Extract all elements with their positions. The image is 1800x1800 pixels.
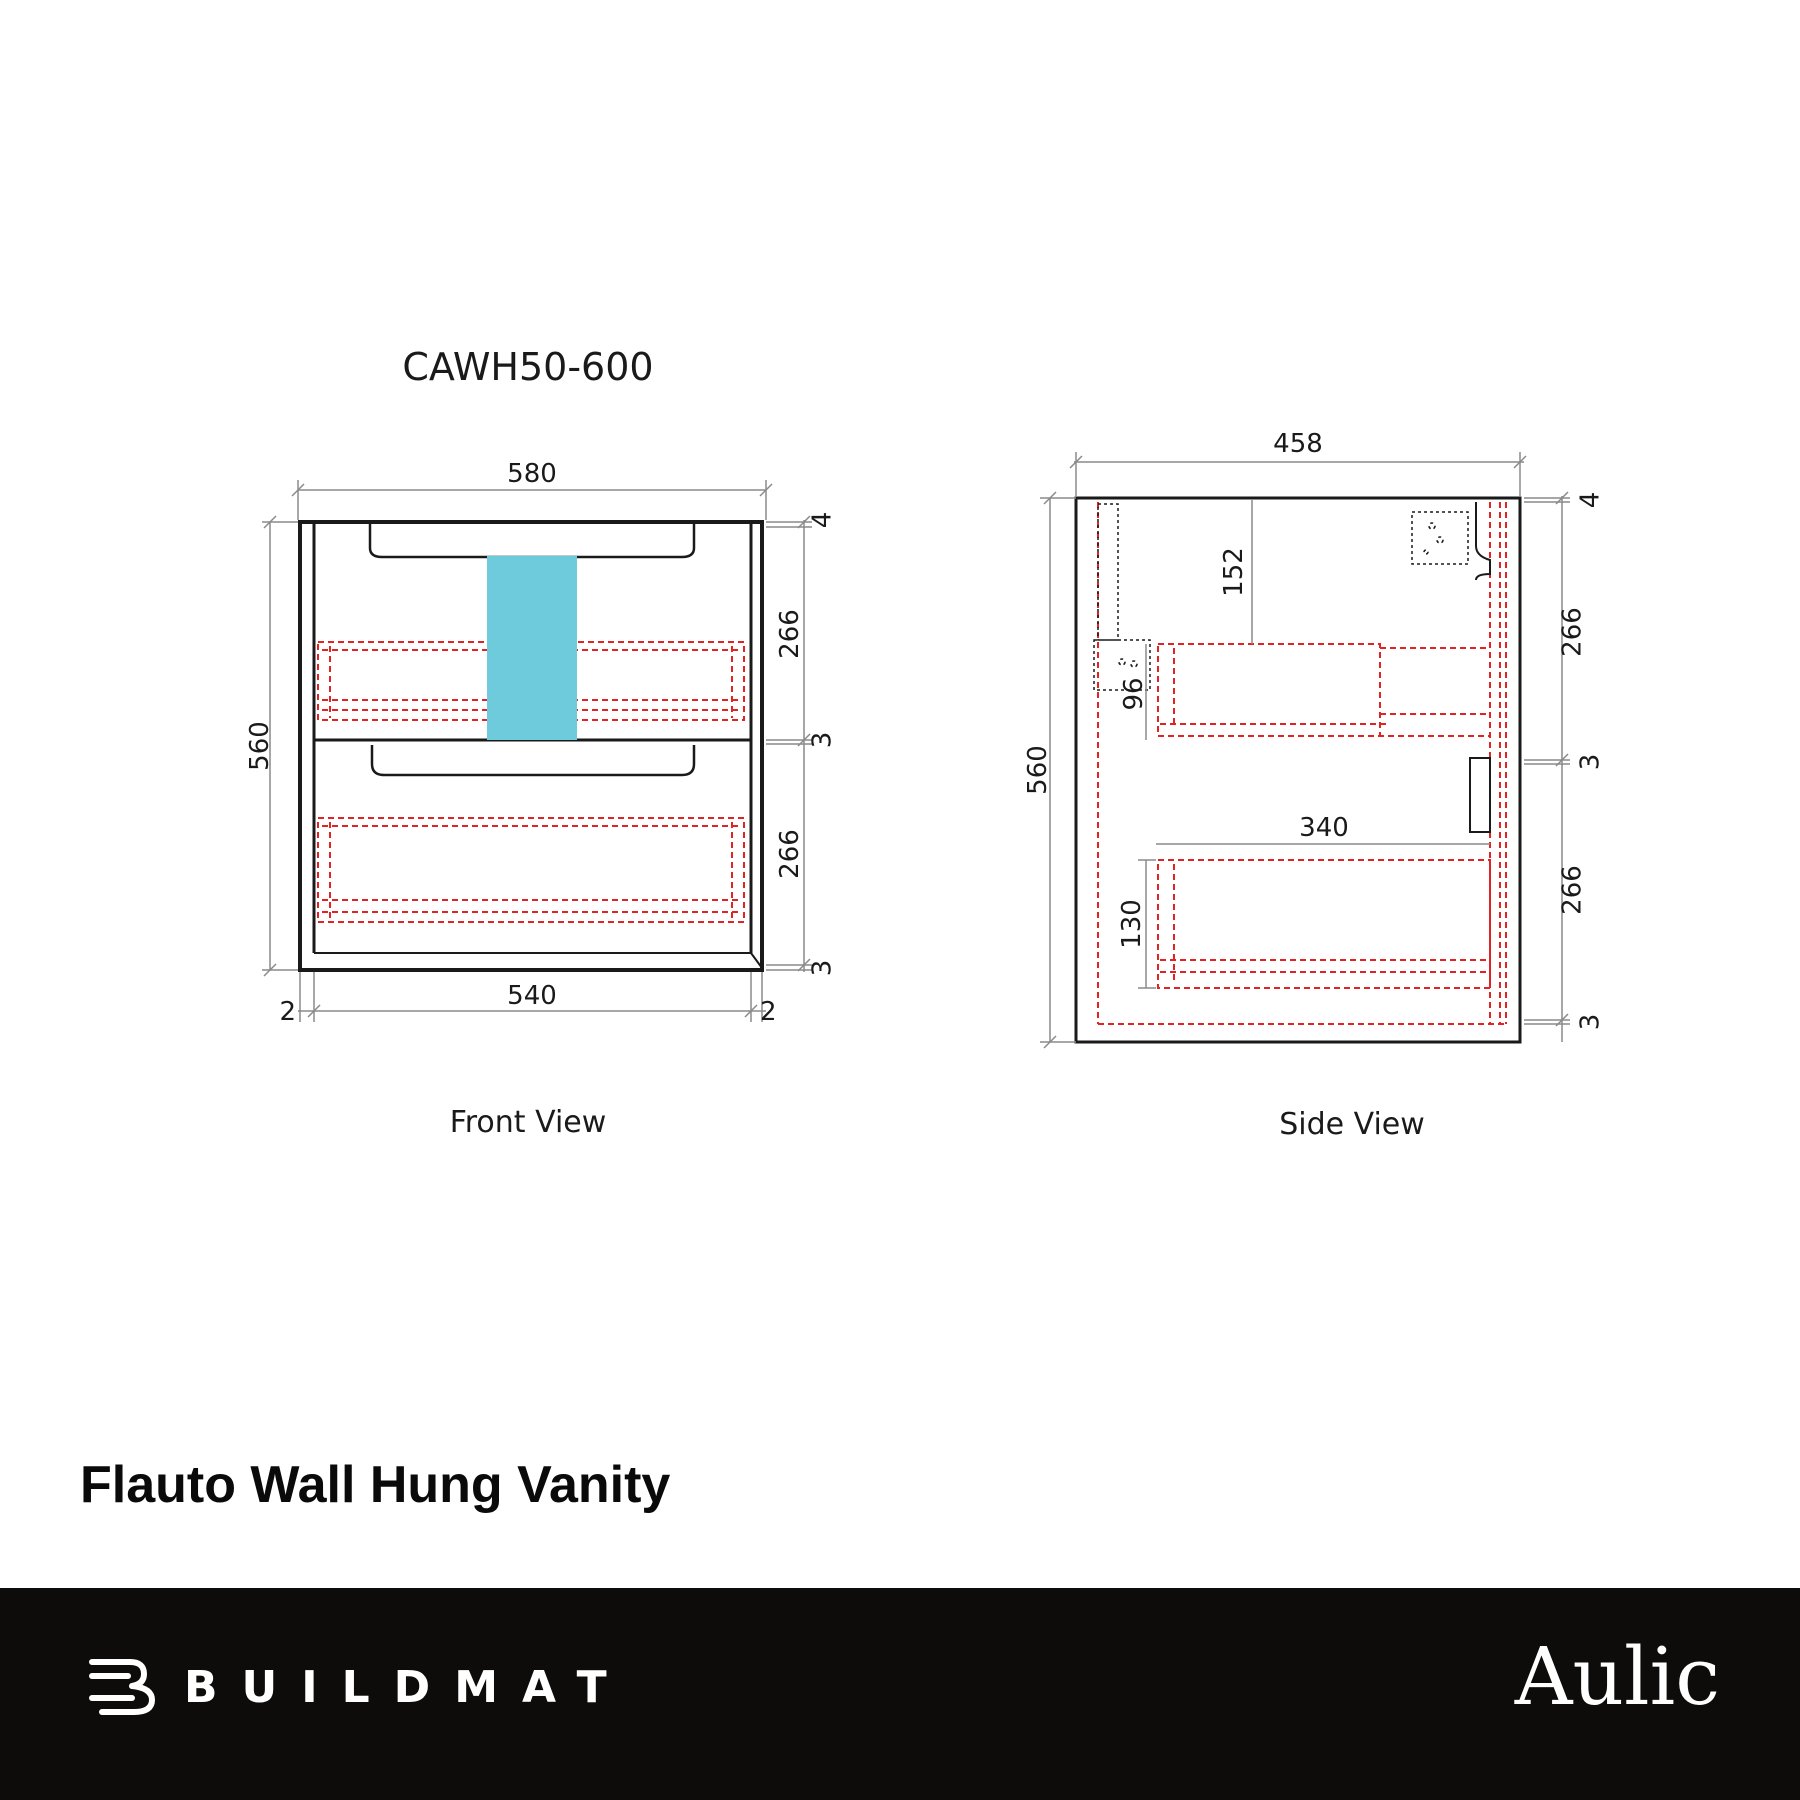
front-view: 580 560 2 540 2 — [245, 459, 837, 1140]
side-dim-mid-gap: 3 — [1575, 754, 1605, 771]
front-dim-side-gap-left: 2 — [279, 997, 296, 1027]
footer-bar: BUILDMAT Aulic — [0, 1588, 1800, 1800]
side-view-label: Side View — [1279, 1107, 1425, 1142]
front-view-label: Front View — [450, 1105, 607, 1140]
side-dim-drawer-depth: 340 — [1299, 813, 1349, 843]
front-dim-inner-width: 540 — [507, 981, 557, 1011]
front-dim-mid-gap: 3 — [807, 732, 837, 749]
buildmat-logo: BUILDMAT — [88, 1652, 631, 1722]
wall-bracket-right — [1411, 511, 1469, 565]
side-dim-top-gap: 4 — [1575, 492, 1605, 509]
side-dim-drawer-top-height: 266 — [1557, 607, 1587, 657]
front-dim-drawer-bottom-height: 266 — [775, 829, 805, 879]
side-dim-overall-depth: 458 — [1273, 429, 1323, 459]
front-outer-outline — [298, 520, 764, 972]
front-dim-side-gap-right: 2 — [760, 997, 777, 1027]
front-dim-top-gap: 4 — [807, 512, 837, 529]
aulic-wordmark: Aulic — [1514, 1630, 1720, 1723]
side-dim-drawer-bottom-height: 266 — [1557, 865, 1587, 915]
side-dim-plumbing-clearance: 152 — [1219, 547, 1249, 597]
basin-cutout — [487, 556, 577, 740]
side-hidden-structure — [1097, 502, 1508, 1025]
buildmat-wordmark: BUILDMAT — [184, 1661, 631, 1713]
side-view: 458 560 152 96 340 130 — [1023, 429, 1605, 1142]
front-dim-overall-width: 580 — [507, 459, 557, 489]
front-dim-bottom-gap: 3 — [807, 960, 837, 977]
side-dim-bottom-gap: 3 — [1575, 1014, 1605, 1031]
model-code: CAWH50-600 — [402, 345, 653, 389]
side-dim-bracket-offset: 96 — [1119, 677, 1149, 710]
front-dim-overall-height: 560 — [245, 721, 275, 771]
side-outer-outline — [1074, 496, 1522, 1044]
front-top-handle — [368, 524, 696, 559]
wall-bracket-left — [1093, 503, 1151, 691]
side-dim-drawer-inner-height: 130 — [1117, 899, 1147, 949]
front-dim-drawer-top-height: 266 — [775, 609, 805, 659]
product-title: Flauto Wall Hung Vanity — [80, 1456, 671, 1514]
side-dim-overall-height: 560 — [1023, 745, 1053, 795]
buildmat-b-icon — [89, 1659, 155, 1715]
front-bottom-handle — [370, 745, 696, 777]
